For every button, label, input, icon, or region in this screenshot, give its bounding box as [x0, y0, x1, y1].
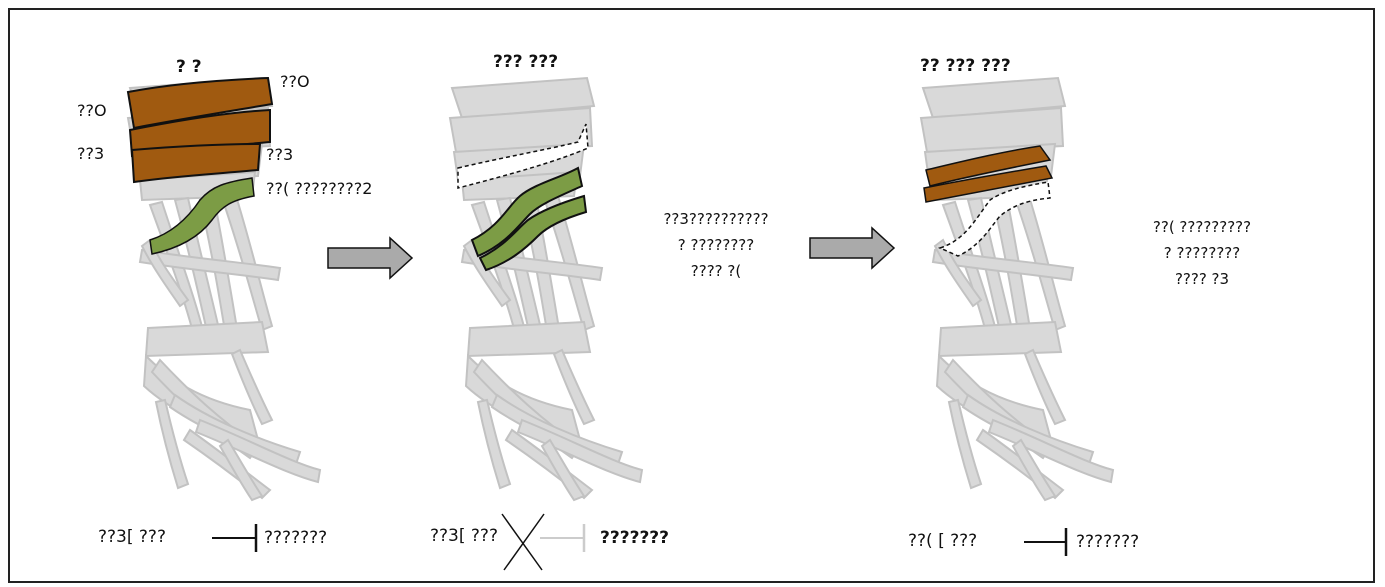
cross-line-b — [504, 514, 544, 570]
footer-1-right: ??????? — [264, 528, 327, 548]
label-right-low: ??( ????????2 — [266, 181, 372, 197]
panel-2-title: ??? ??? — [493, 52, 558, 72]
panel-2-description: ??3?????????? ? ???????? ???? ?( — [636, 206, 796, 284]
label-top-right: ??O — [280, 74, 310, 90]
footer-2-left: ??3[ ??? — [430, 526, 498, 546]
label-left-top: ??O — [77, 103, 107, 119]
cross-line-a — [502, 514, 542, 570]
panel-1-title: ? ? — [176, 57, 202, 77]
skeleton-panel-3 — [921, 78, 1113, 500]
panel-3-title: ?? ??? ??? — [920, 56, 1011, 76]
label-left-mid: ??3 — [77, 146, 104, 162]
footer-2-right: ??????? — [600, 528, 669, 548]
panel-3-description: ??( ????????? ? ???????? ???? ?3 — [1122, 214, 1282, 292]
footer-3-left: ??( [ ??? — [908, 531, 977, 551]
arrow-2 — [810, 228, 894, 268]
skeleton-panel-2 — [450, 78, 642, 500]
label-right-mid: ??3 — [266, 147, 293, 163]
footer-3-right: ??????? — [1076, 532, 1139, 552]
arrow-1 — [328, 238, 412, 278]
footer-1-left: ??3[ ??? — [98, 527, 166, 547]
